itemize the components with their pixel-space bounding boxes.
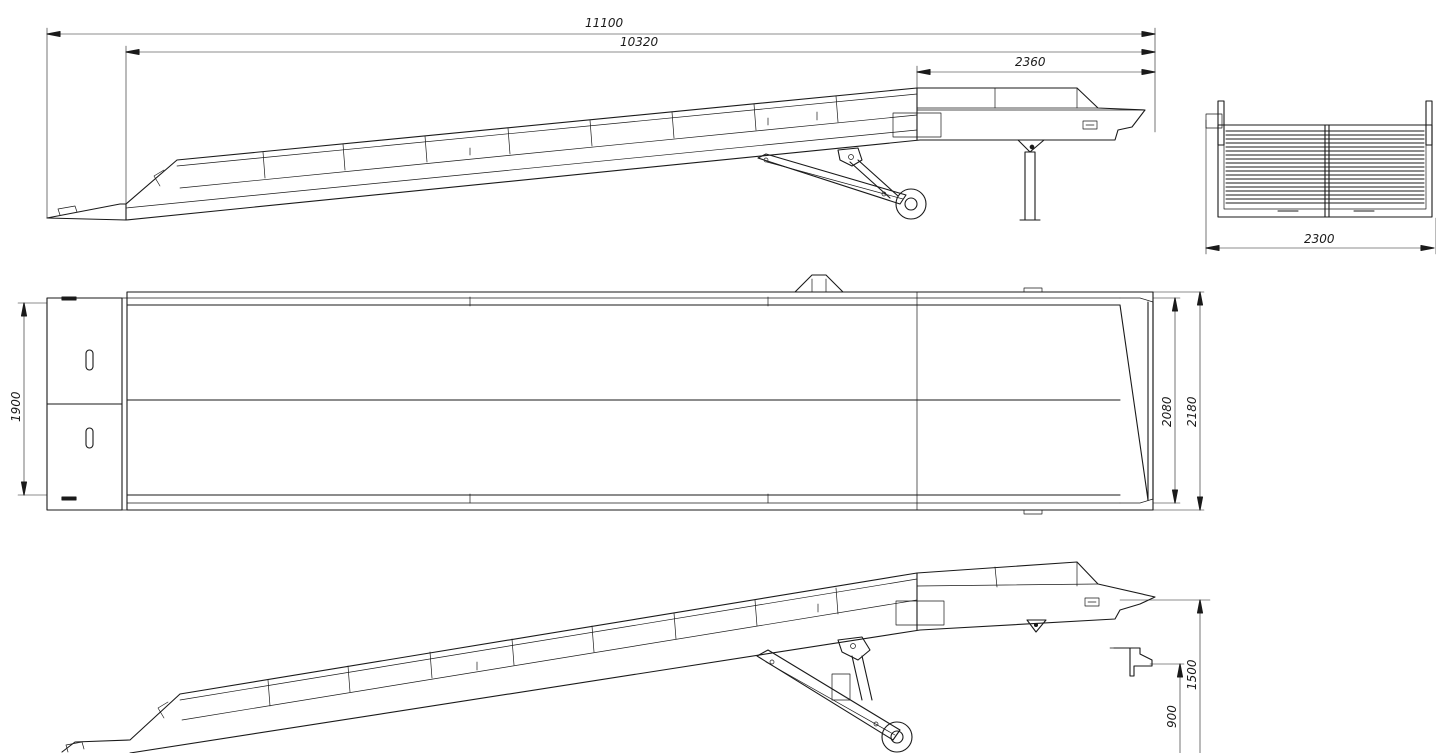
wheel-assembly-top: [757, 147, 927, 220]
side-elevation-view-bottom: 900 1500: [61, 561, 1211, 753]
dimension-label-2080: 2080: [1160, 396, 1174, 427]
dimension-platform-length: 2360: [916, 55, 1156, 91]
side-elevation-view-top: 11100 10320 2360: [46, 16, 1156, 221]
dimension-label-2300: 2300: [1304, 232, 1335, 246]
dimension-label-2360: 2360: [1015, 55, 1046, 69]
ramp-body-side-raised: [61, 561, 1156, 753]
dimension-label-2180: 2180: [1185, 396, 1199, 427]
dimension-total-length: 11100: [46, 16, 1156, 219]
dimension-label-10320: 10320: [620, 35, 659, 49]
support-leg-top: [1017, 139, 1045, 221]
plan-view: 1900 2080 2180: [9, 274, 1205, 515]
dimension-label-1500: 1500: [1185, 659, 1199, 690]
dimension-label-11100: 11100: [585, 16, 624, 30]
end-view: 2300: [1205, 100, 1436, 255]
ramp-body-side: [46, 87, 1146, 221]
dock-edge: [1109, 647, 1153, 677]
dimension-deck-length: 10320: [125, 35, 1156, 209]
dimension-label-1900: 1900: [9, 391, 23, 422]
wheel-assembly-bottom: [756, 636, 913, 753]
dimension-label-900: 900: [1165, 705, 1179, 728]
